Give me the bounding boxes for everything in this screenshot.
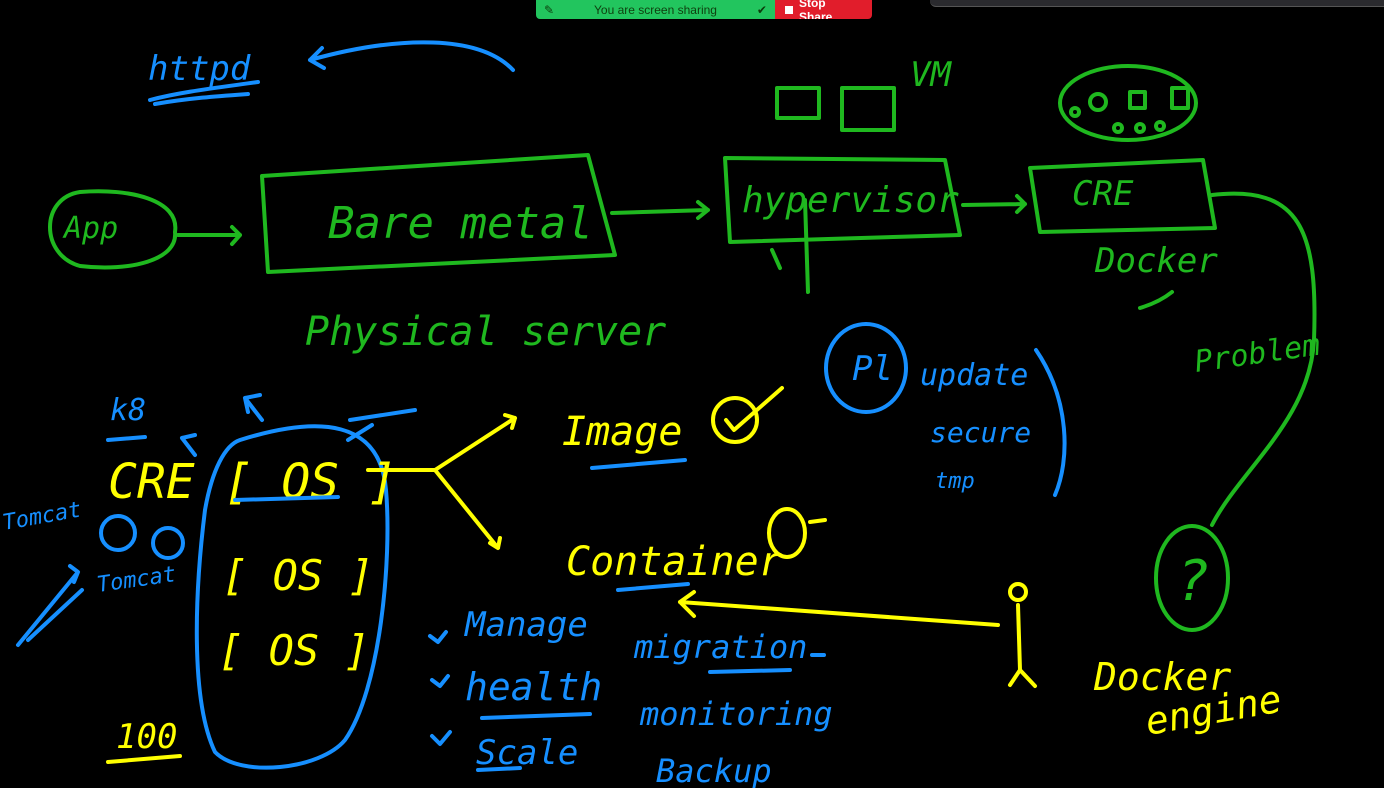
vm-label: VM bbox=[910, 55, 952, 95]
cre-os-label: CRE [ OS ] bbox=[108, 454, 397, 510]
count-100-label: 100 bbox=[116, 717, 177, 757]
pods-group bbox=[1058, 64, 1198, 142]
problem-connector bbox=[1210, 191, 1317, 527]
sharing-status-label: You are screen sharing bbox=[594, 2, 717, 17]
pl-label: Pl bbox=[852, 349, 893, 389]
fork-arrows bbox=[366, 413, 517, 550]
app-label: App bbox=[62, 211, 118, 246]
image-check-circle bbox=[711, 396, 759, 444]
cre-box bbox=[1028, 158, 1217, 234]
scale-label: Scale bbox=[476, 733, 578, 773]
hypervisor-label: hypervisor bbox=[742, 180, 959, 221]
update-bracket bbox=[1034, 348, 1067, 497]
migration-label: migration bbox=[633, 628, 807, 666]
screen-share-bar: ✎ You are screen sharing ✔ Stop Share bbox=[536, 0, 872, 19]
cre-label: CRE bbox=[1072, 174, 1134, 214]
tomcat-label-2: Tomcat bbox=[95, 562, 177, 598]
sharing-status[interactable]: ✎ You are screen sharing ✔ bbox=[536, 0, 775, 19]
vm-box-2 bbox=[840, 86, 896, 132]
stop-icon bbox=[785, 5, 793, 14]
question-circle bbox=[1154, 524, 1230, 632]
secure-label: secure bbox=[930, 416, 1031, 449]
annotate-pencil-icon[interactable]: ✎ bbox=[544, 2, 555, 17]
update-label: update bbox=[920, 358, 1028, 393]
bare-metal-label: Bare metal bbox=[328, 198, 593, 249]
node-boundary bbox=[194, 424, 390, 770]
curved-arrow bbox=[308, 40, 515, 72]
health-label: health bbox=[465, 665, 602, 709]
os-label-3: [ OS ] bbox=[218, 626, 370, 675]
physical-server-label: Physical server bbox=[305, 309, 666, 355]
backup-label: Backup bbox=[656, 752, 772, 788]
docker-engine-line1: Docker bbox=[1093, 655, 1231, 699]
stop-share-label: Stop Share bbox=[798, 0, 833, 19]
shield-check-icon: ✔ bbox=[756, 2, 767, 17]
hypervisor-box bbox=[723, 156, 962, 244]
httpd-note: httpd bbox=[148, 49, 251, 89]
pointing-arrow bbox=[678, 590, 1000, 627]
question-mark: ? bbox=[1176, 549, 1210, 614]
app-node bbox=[48, 189, 178, 270]
vm-box-1 bbox=[775, 86, 821, 120]
problem-label: Problem bbox=[1192, 328, 1322, 380]
docker-label: Docker bbox=[1094, 241, 1218, 281]
pl-circle bbox=[824, 322, 908, 414]
os-label-2: [ OS ] bbox=[222, 551, 374, 600]
k8s-label: k8 bbox=[110, 393, 146, 428]
monitoring-label: monitoring bbox=[639, 695, 833, 733]
stop-share-button[interactable]: Stop Share bbox=[775, 0, 872, 19]
tmp-label: tmp bbox=[935, 469, 975, 494]
container-label: Container bbox=[566, 539, 783, 585]
manage-label: Manage bbox=[464, 605, 588, 645]
httpd-underline bbox=[148, 80, 260, 106]
image-label: Image bbox=[562, 409, 682, 455]
bare-metal-box bbox=[260, 153, 617, 274]
meeting-controls-edge bbox=[930, 0, 1384, 7]
tomcat-label-1: Tomcat bbox=[1, 497, 84, 535]
